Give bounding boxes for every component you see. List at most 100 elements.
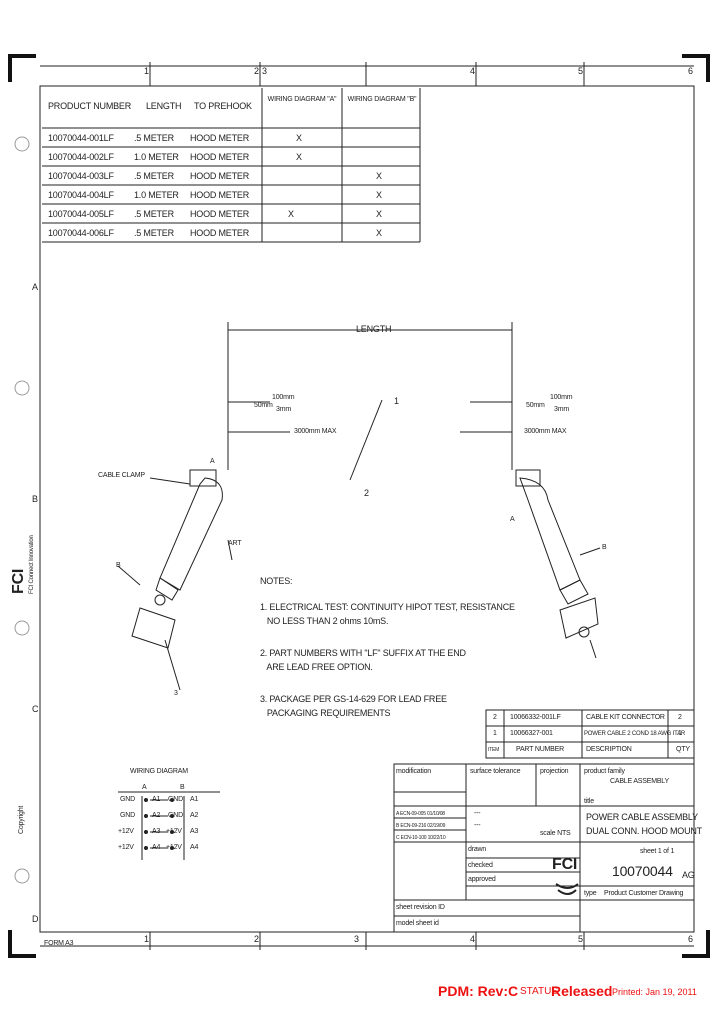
tb-finish: --- [474, 822, 481, 829]
table-row-5-pn: 10070044-005LF [48, 209, 114, 219]
bom-row-2-desc: POWER CABLE 2 COND 18 AWG ITAR [584, 731, 686, 737]
table-row-1-a: X [296, 133, 302, 143]
tb-title-label: title [584, 798, 594, 805]
callout-a-right: A [510, 516, 515, 523]
bom-header-qty: QTY [676, 746, 690, 753]
tb-approval-checked: checked [468, 862, 493, 869]
tb-model-row: model sheet id [396, 920, 439, 927]
table-row-5-hook: HOOD METER [190, 209, 250, 219]
cable-clamp-label: CABLE CLAMP [98, 472, 145, 479]
bom-header-desc: DESCRIPTION [586, 746, 632, 753]
callout-b-right: B [602, 544, 607, 551]
tb-sheet-of: sheet 1 of 1 [640, 848, 675, 855]
wiring-r1-b-pin: A1 [190, 796, 199, 803]
tb-title-1: POWER CABLE ASSEMBLY [586, 812, 698, 822]
tb-product-family: product family [584, 768, 625, 775]
callout-art: ART [228, 540, 242, 547]
corner-mark-bl [8, 930, 12, 958]
dim-right-3: 3mm [554, 406, 569, 413]
zone-bottom-5: 5 [578, 934, 583, 944]
table-row-6-hook: HOOD METER [190, 228, 250, 238]
table-row-2-pn: 10070044-002LF [48, 152, 114, 162]
zone-top-2: 2 [254, 66, 259, 76]
table-row-1-pn: 10070044-001LF [48, 133, 114, 143]
tb-number: 10070044 [612, 863, 673, 879]
zone-bottom-4: 4 [470, 934, 475, 944]
corner-mark-br-h [682, 954, 710, 958]
tb-projection: projection [540, 768, 569, 775]
dim-left-1: 100mm [272, 394, 295, 401]
bom-header-pn: PART NUMBER [516, 746, 564, 753]
fci-side-brand: FCI [10, 568, 27, 594]
notes-title: NOTES: [260, 576, 293, 586]
wiring-r4-a-sig: +12V [118, 844, 134, 851]
tb-title-2: DUAL CONN. HOOD MOUNT [586, 826, 702, 836]
bom-row-1-qty: 2 [678, 714, 682, 721]
table-row-2-len: 1.0 METER [134, 152, 179, 162]
corner-mark-tr [706, 54, 710, 82]
table-row-4-b: X [376, 190, 382, 200]
zone-left-b: B [32, 494, 38, 504]
wiring-r3-b-sig: +12V [166, 828, 182, 835]
tb-type-label: type [584, 890, 597, 897]
zone-top-3: 3 [262, 66, 267, 76]
pdm-rev: PDM: Rev:C [438, 983, 519, 999]
wiring-title: WIRING DIAGRAM [130, 768, 188, 775]
tb-format: FORM A3 [44, 940, 74, 947]
wiring-r3-b-pin: A3 [190, 828, 199, 835]
table-header-length: LENGTH [146, 101, 182, 111]
wiring-r3-a-pin: A3 [152, 828, 161, 835]
tb-material: --- [474, 810, 481, 817]
bom-row-1-pn: 10066332-001LF [510, 714, 561, 721]
table-row-1-len: .5 METER [134, 133, 174, 143]
wiring-r1-a-pin: A1 [152, 796, 161, 803]
printed-date: Printed: Jan 19, 2011 [612, 987, 697, 997]
tb-approval-drawn: drawn [468, 846, 487, 853]
tb-rev-2: B ECN-09-216 02/19/09 [396, 823, 446, 829]
note-1b: NO LESS THAN 2 ohms 10mS. [260, 616, 389, 626]
table-row-2-hook: HOOD METER [190, 152, 250, 162]
table-row-2-a: X [296, 152, 302, 162]
table-row-4-len: 1.0 METER [134, 190, 179, 200]
table-row-1-hook: HOOD METER [190, 133, 250, 143]
note-3b: PACKAGING REQUIREMENTS [260, 708, 391, 718]
table-row-4-hook: HOOD METER [190, 190, 250, 200]
zone-bottom-3: 3 [354, 934, 359, 944]
tb-rev: AG [682, 870, 695, 880]
zone-bottom-2: 2 [254, 934, 259, 944]
table-row-6-b: X [376, 228, 382, 238]
dim-right-1: 100mm [550, 394, 573, 401]
note-2a: 2. PART NUMBERS WITH "LF" SUFFIX AT THE … [260, 648, 466, 658]
table-row-6-pn: 10070044-006LF [48, 228, 114, 238]
note-1a: 1. ELECTRICAL TEST: CONTINUITY HIPOT TES… [260, 602, 515, 612]
table-row-5-len: .5 METER [134, 209, 174, 219]
zone-top-6: 6 [688, 66, 693, 76]
wiring-r1-a-sig: GND [120, 796, 135, 803]
note-2b: ARE LEAD FREE OPTION. [260, 662, 373, 672]
table-header-prehook: TO PREHOOK [194, 101, 252, 111]
table-row-6-len: .5 METER [134, 228, 174, 238]
status-value: Released [551, 983, 613, 999]
table-header-wiring-b: WIRING DIAGRAM "B" [347, 96, 417, 103]
zone-top-1: 1 [144, 66, 149, 76]
zone-top-4: 4 [470, 66, 475, 76]
wiring-r3-a-sig: +12V [118, 828, 134, 835]
table-header-product: PRODUCT NUMBER [48, 101, 132, 111]
wiring-col-b: B [180, 784, 185, 791]
wiring-r2-a-pin: A2 [152, 812, 161, 819]
tb-rev-3: C ECN-10-100 10/22/10 [396, 835, 446, 841]
wiring-r1-b-sig: GND [168, 796, 183, 803]
wiring-r4-b-pin: A4 [190, 844, 199, 851]
fci-side-logo: FCI FCI Connect Innovation [8, 514, 38, 604]
table-row-4-pn: 10070044-004LF [48, 190, 114, 200]
zone-left-a: A [32, 282, 38, 292]
zone-left-c: C [32, 704, 39, 714]
callout-a-left: A [210, 458, 215, 465]
callout-3: 3 [174, 690, 178, 697]
length-label: LENGTH [356, 324, 392, 334]
note-3a: 3. PACKAGE PER GS-14-629 FOR LEAD FREE [260, 694, 447, 704]
tb-modification: modification [396, 768, 431, 775]
callout-2: 2 [364, 488, 369, 498]
table-row-3-hook: HOOD METER [190, 171, 250, 181]
